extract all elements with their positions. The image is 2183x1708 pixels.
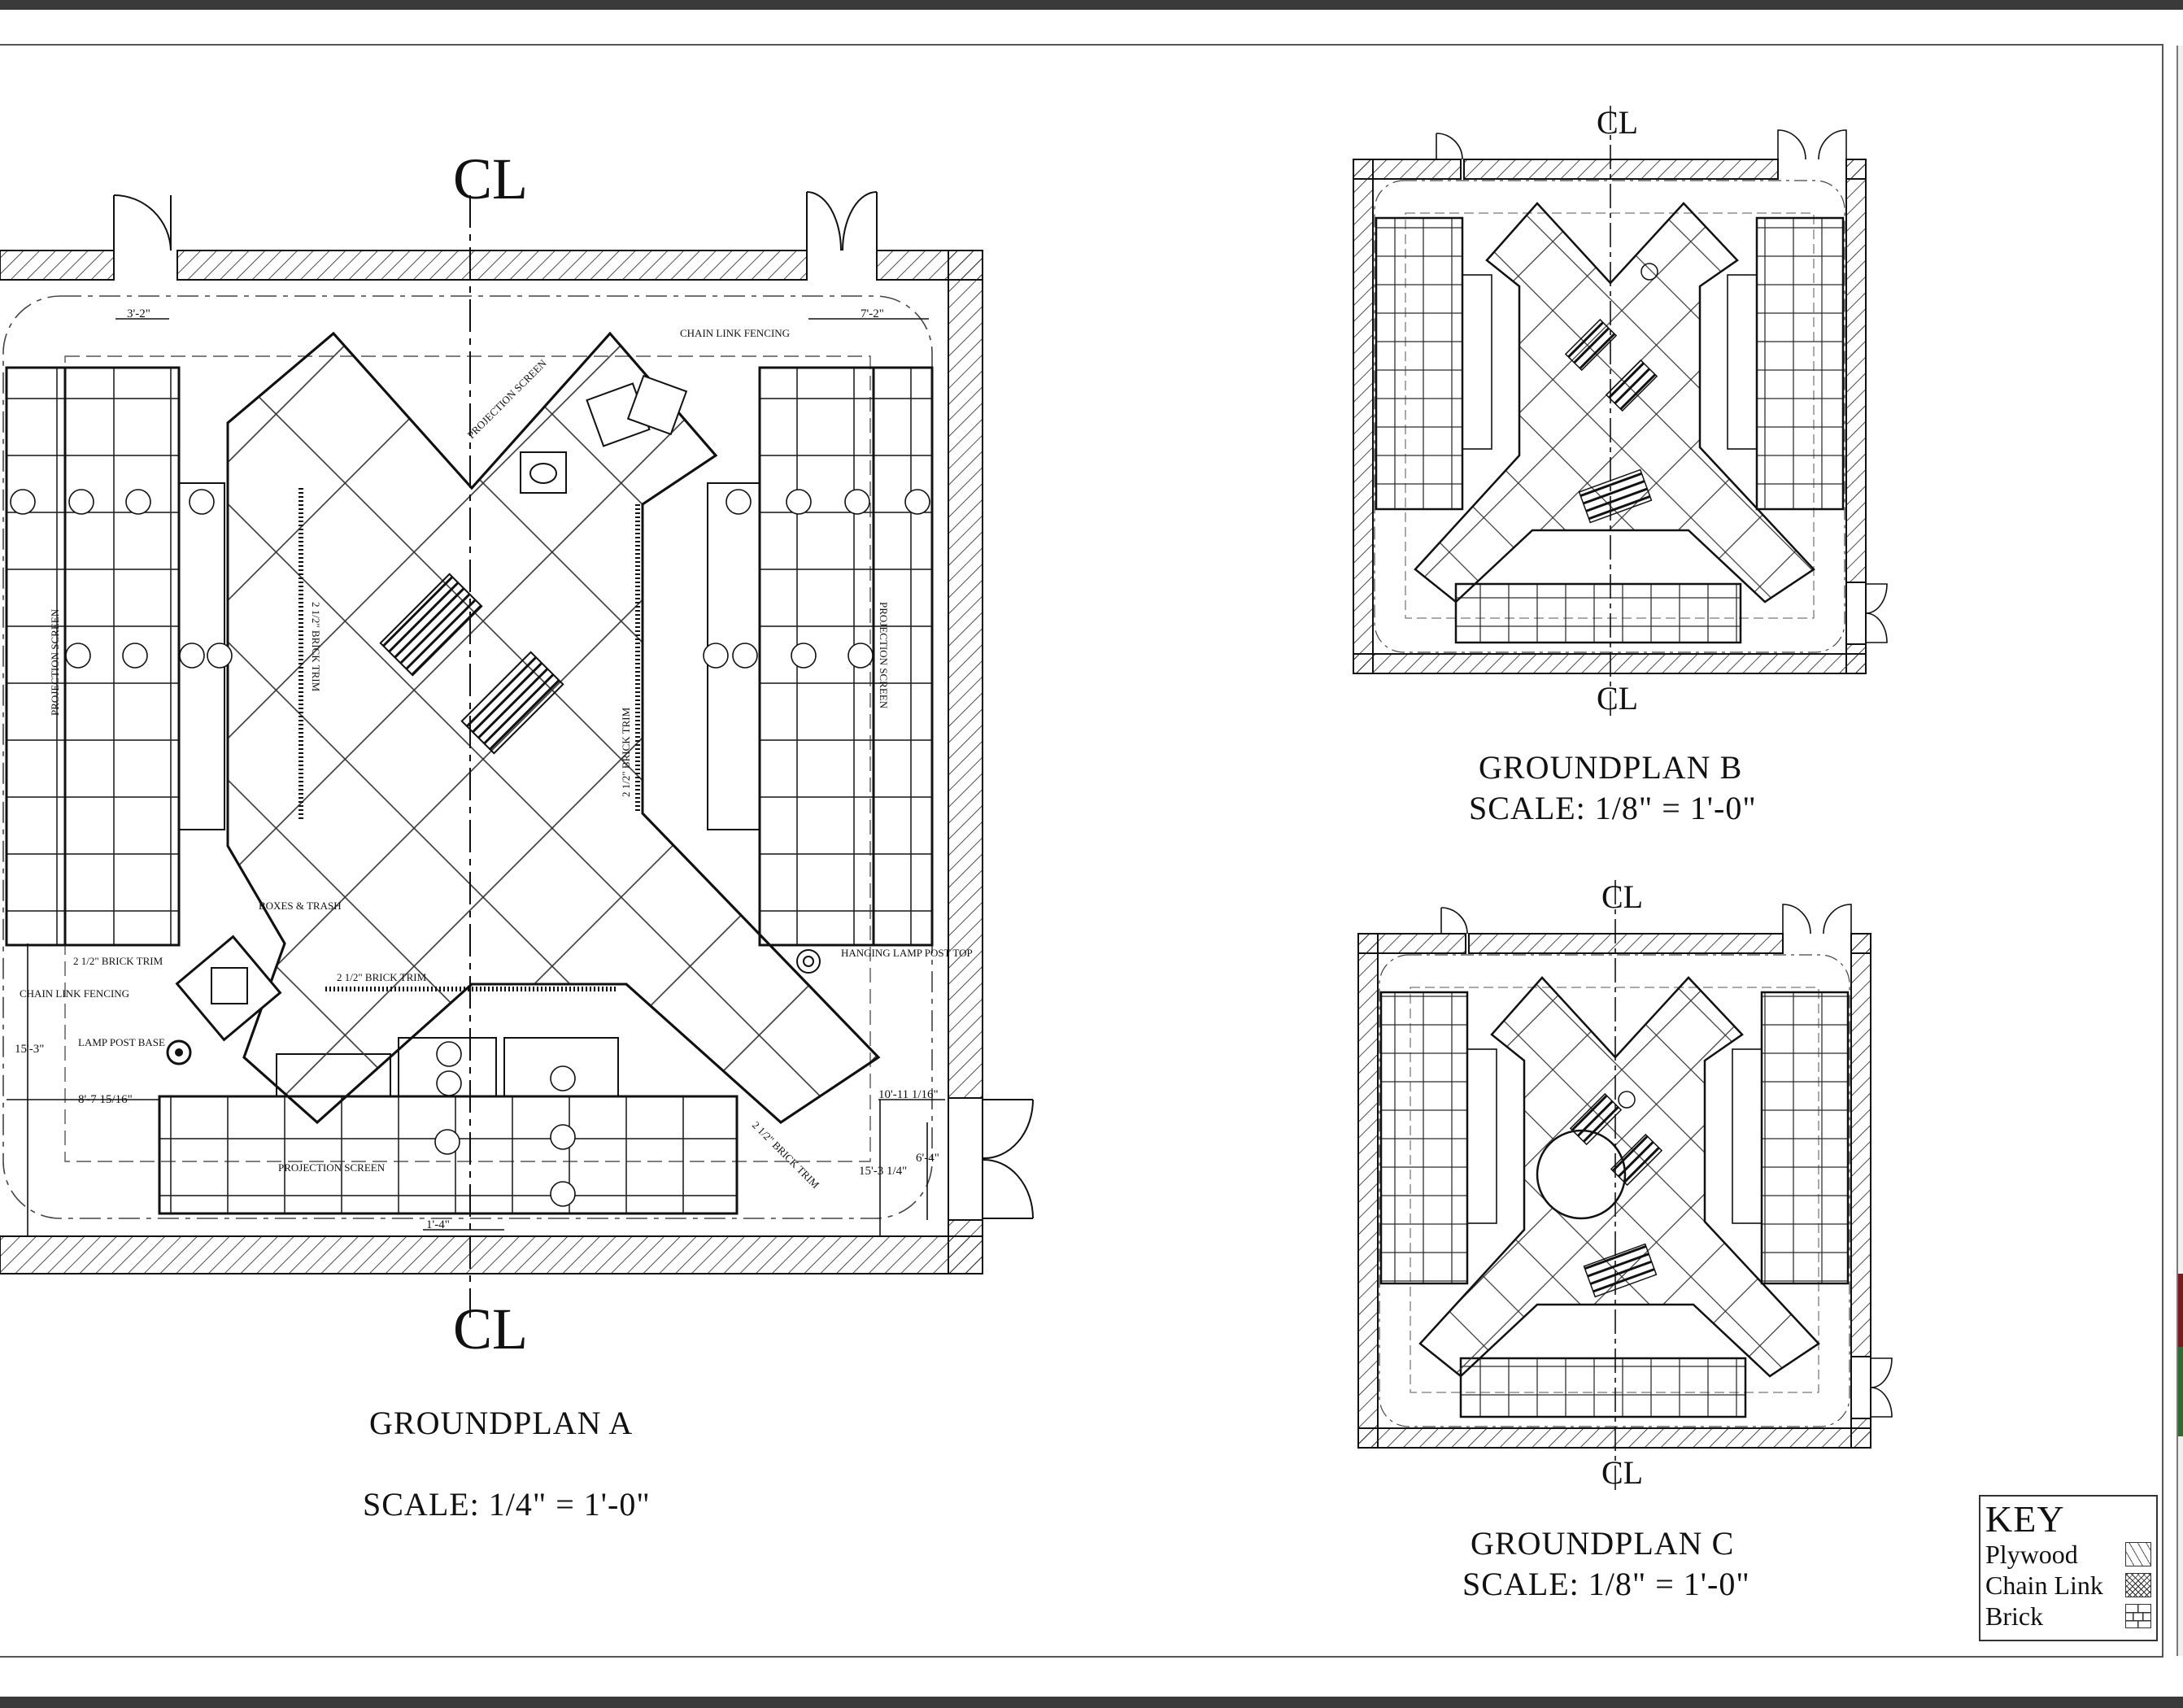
plan-a-label-projection-screen-right: PROJECTION SCREEN xyxy=(878,602,890,709)
plywood-swatch xyxy=(2125,1542,2151,1566)
key-row-chain-link: Chain Link xyxy=(1985,1570,2151,1601)
plan-a-centerline-bottom: CL xyxy=(453,1296,528,1362)
plan-c-scale: SCALE: 1/8" = 1'-0" xyxy=(1462,1566,1750,1602)
plan-a-dim-15-3-quarter: 15'-3 1/4" xyxy=(859,1165,907,1178)
bottom-frame-bar xyxy=(0,1697,2183,1708)
groundplan-a: CL CL 3'-2" 7'-2" 15'-3" 8'-7 15/16" 10'… xyxy=(0,146,1034,1362)
plan-a-label-projection-screen-bottom: PROJECTION SCREEN xyxy=(278,1161,386,1174)
plan-b-scale: SCALE: 1/8" = 1'-0" xyxy=(1469,790,1757,826)
key-row-plywood: Plywood xyxy=(1985,1539,2151,1570)
title-block-strip xyxy=(2176,46,2183,1656)
plan-a-label-lamp-post-base: LAMP POST BASE xyxy=(78,1036,165,1048)
top-frame-bar xyxy=(0,0,2183,10)
plan-a-title: GROUNDPLAN A xyxy=(369,1405,634,1441)
key-label-chain-link: Chain Link xyxy=(1985,1571,2103,1600)
plan-a-label-projection-screen-left: PROJECTION SCREEN xyxy=(49,608,61,716)
plan-a-label-brick-trim-left-vert: 2 1/2" BRICK TRIM xyxy=(310,602,322,692)
plan-a-label-brick-trim-right-vert: 2 1/2" BRICK TRIM xyxy=(620,707,632,797)
plan-a-label-chain-link-top: CHAIN LINK FENCING xyxy=(680,327,790,339)
strip-red-mark xyxy=(2178,1274,2183,1347)
sheet-border xyxy=(0,44,2163,1658)
plan-b-centerline-top: CL xyxy=(1597,104,1638,141)
plan-a-label-brick-trim-diag: 2 1/2" BRICK TRIM xyxy=(750,1119,822,1192)
plan-a-centerline-top: CL xyxy=(453,146,528,211)
plan-c-title: GROUNDPLAN C xyxy=(1471,1525,1735,1562)
groundplan-b: CL CL xyxy=(1353,104,1888,717)
plan-a-label-boxes-trash: BOXES & TRASH xyxy=(259,900,342,912)
key-label-plywood: Plywood xyxy=(1985,1540,2078,1569)
plan-b-title: GROUNDPLAN B xyxy=(1479,749,1743,786)
plan-a-label-hanging-lamp: HANGING LAMP POST TOP xyxy=(841,947,973,959)
plan-a-dim-6-4: 6'-4" xyxy=(916,1152,939,1165)
key-title: KEY xyxy=(1985,1498,2065,1540)
plan-a-dim-7-2: 7'-2" xyxy=(861,307,884,320)
plan-c-centerline-bottom: CL xyxy=(1601,1454,1643,1491)
legend-key: KEY Plywood Chain Link Brick xyxy=(1979,1495,2158,1641)
key-row-brick: Brick xyxy=(1985,1601,2151,1632)
plan-a-dim-10-11: 10'-11 1/16" xyxy=(878,1088,939,1101)
key-label-brick: Brick xyxy=(1985,1601,2044,1631)
chain-link-swatch xyxy=(2125,1573,2151,1597)
plan-a-label-chain-link-fencing: CHAIN LINK FENCING xyxy=(20,987,129,1000)
plan-a-dim-3-2: 3'-2" xyxy=(127,307,150,320)
plan-a-label-brick-trim-left: 2 1/2" BRICK TRIM xyxy=(73,955,163,967)
brick-swatch xyxy=(2125,1604,2151,1628)
strip-green-mark xyxy=(2178,1347,2183,1436)
plan-a-dim-8-7: 8'-7 15/16" xyxy=(78,1093,133,1106)
groundplan-c: CL CL xyxy=(1357,878,1893,1491)
plan-a-label-brick-trim-bottom: 2 1/2" BRICK TRIM xyxy=(337,971,427,983)
plan-b-centerline-bottom: CL xyxy=(1597,680,1638,717)
plan-a-dim-15-3: 15'-3" xyxy=(15,1043,44,1056)
plan-a-scale: SCALE: 1/4" = 1'-0" xyxy=(363,1486,651,1523)
plan-c-centerline-top: CL xyxy=(1601,878,1643,915)
plan-a-dim-1-4: 1'-4" xyxy=(426,1218,450,1231)
